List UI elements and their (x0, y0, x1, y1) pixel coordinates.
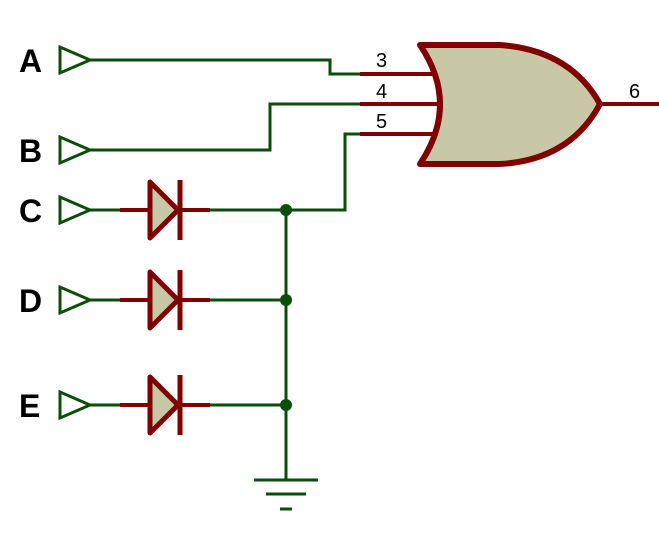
wire-b[interactable] (90, 102, 360, 152)
diode-e[interactable] (120, 374, 210, 436)
pin-number-3: 3 (376, 50, 387, 72)
terminal-arrow-icon (58, 134, 94, 166)
pin-number-5: 5 (376, 111, 387, 133)
input-terminal-e[interactable]: E (19, 388, 94, 424)
junction-dot (280, 399, 292, 411)
terminal-arrow-icon (58, 194, 94, 226)
pin-number-6: 6 (629, 81, 640, 103)
terminal-arrow-icon (58, 284, 94, 316)
junction-dot (280, 204, 292, 216)
input-label-a: A (19, 43, 42, 79)
input-terminal-d[interactable]: D (19, 283, 94, 319)
diode-icon (147, 269, 181, 331)
or-gate-body-icon (417, 42, 603, 167)
or-gate[interactable]: 3 4 5 6 (360, 42, 659, 167)
diode-icon (147, 374, 181, 436)
input-label-d: D (19, 283, 42, 319)
input-label-c: C (19, 193, 42, 229)
input-label-b: B (19, 133, 42, 169)
input-terminal-a[interactable]: A (19, 43, 94, 79)
diode-c[interactable] (120, 179, 210, 241)
wire-c[interactable] (210, 132, 360, 212)
input-terminal-b[interactable]: B (19, 133, 94, 169)
input-terminal-c[interactable]: C (19, 193, 94, 229)
diode-d[interactable] (120, 269, 210, 331)
ground-icon (254, 478, 318, 511)
input-label-e: E (19, 388, 40, 424)
wire-a[interactable] (90, 58, 360, 76)
pin-number-4: 4 (376, 81, 387, 103)
diode-icon (147, 179, 181, 241)
wires (90, 58, 360, 480)
terminal-arrow-icon (58, 44, 94, 76)
terminal-arrow-icon (58, 389, 94, 421)
junction-dot (280, 294, 292, 306)
